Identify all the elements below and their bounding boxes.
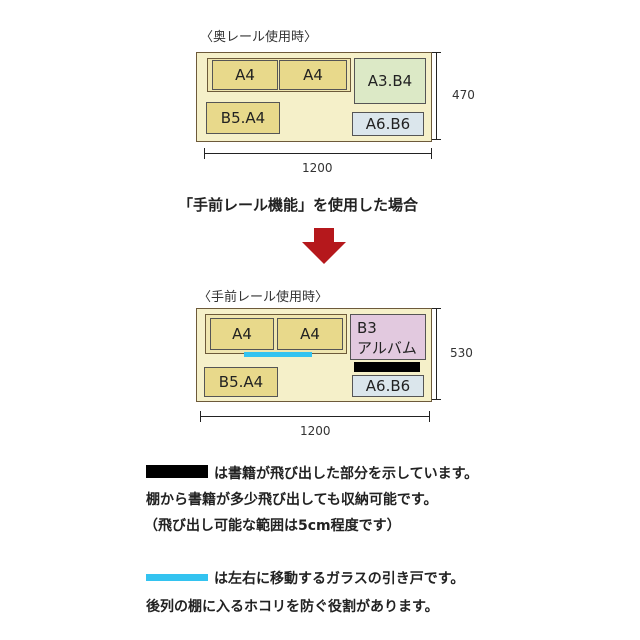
top-depth-tick-bottom [432, 139, 441, 140]
top-width-label: 1200 [302, 161, 333, 175]
legend-black-line3: （飛び出し可能な範囲は5cm程度です） [144, 518, 401, 534]
legend-blue-line2: 後列の棚に入るホコリを防ぐ役割があります。 [146, 599, 439, 615]
down-arrow-icon [302, 228, 346, 264]
bottom-box-b3-album: B3 アルバム [350, 314, 426, 360]
top-box-a4-left: A4 [212, 60, 278, 90]
legend-black-swatch [146, 465, 208, 478]
top-depth-label: 470 [452, 88, 475, 102]
top-box-a4-right: A4 [279, 60, 347, 90]
bottom-diagram-caption: 〈手前レール使用時〉 [198, 290, 329, 305]
b3-label: B3 [357, 319, 377, 337]
bottom-depth-tick-top [432, 308, 441, 309]
bottom-depth-tick-bottom [432, 399, 441, 400]
top-width-dimension-line [204, 153, 432, 154]
bottom-box-a4-left: A4 [210, 318, 274, 350]
top-diagram-caption: 〈奥レール使用時〉 [200, 30, 318, 45]
top-width-tick-left [204, 148, 205, 159]
legend-black-line1: は書籍が飛び出した部分を示しています。 [214, 466, 479, 482]
bottom-box-a4-right: A4 [277, 318, 343, 350]
bottom-width-tick-left [200, 411, 201, 422]
bottom-width-label: 1200 [300, 424, 331, 438]
legend-blue-line1: は左右に移動するガラスの引き戸です。 [214, 571, 465, 587]
bottom-width-dimension-line [200, 416, 430, 417]
top-box-b5a4: B5.A4 [206, 102, 280, 134]
top-width-tick-right [431, 148, 432, 159]
top-depth-dimension-line [436, 52, 437, 140]
bottom-box-a6b6: A6.B6 [352, 375, 424, 397]
legend-black-line2: 棚から書籍が多少飛び出しても収納可能です。 [146, 492, 438, 508]
album-label: アルバム [357, 339, 417, 357]
top-box-a3b4: A3.B4 [354, 58, 426, 104]
top-depth-tick-top [432, 52, 441, 53]
sliding-glass-door-bar [244, 352, 312, 357]
book-protrusion-bar [354, 362, 420, 372]
bottom-depth-label: 530 [450, 346, 473, 360]
section-heading: 「手前レール機能」を使用した場合 [178, 196, 419, 214]
top-box-a6b6: A6.B6 [352, 112, 424, 136]
legend-blue-swatch [146, 574, 208, 581]
bottom-box-b5a4: B5.A4 [204, 367, 278, 397]
bottom-depth-dimension-line [436, 308, 437, 400]
bottom-width-tick-right [429, 411, 430, 422]
